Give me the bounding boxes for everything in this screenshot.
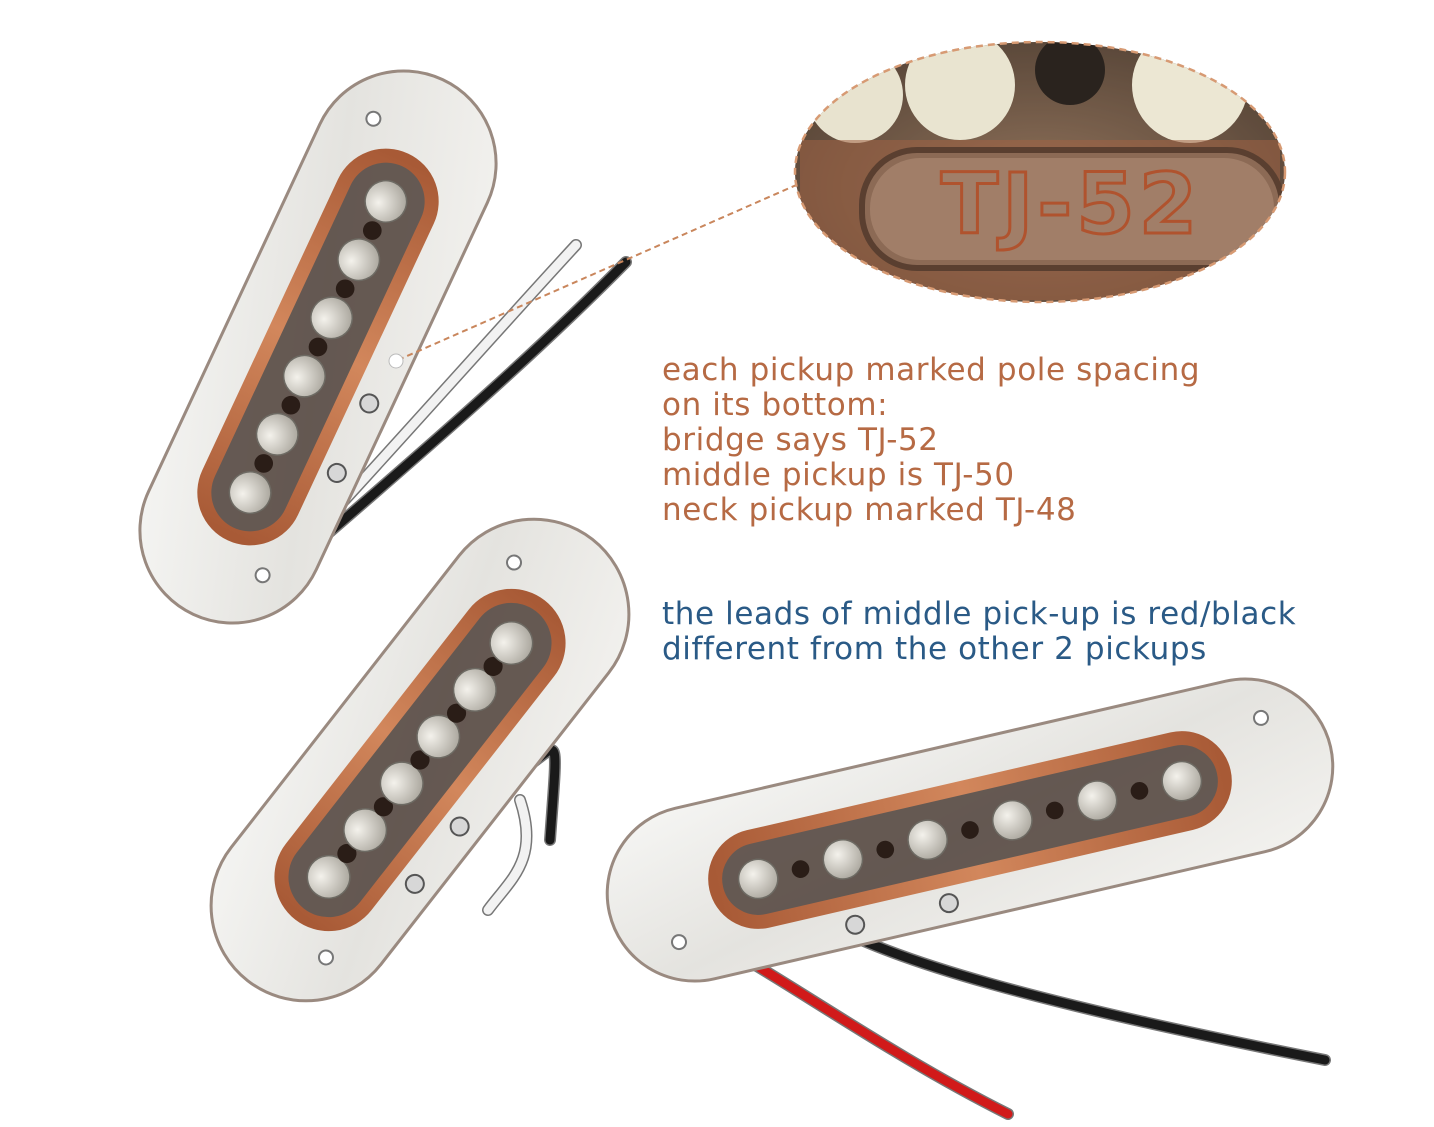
- copper-coil: [708, 731, 1232, 929]
- caption-line: each pickup marked pole spacing: [662, 352, 1201, 388]
- caption-line: on its bottom:: [662, 387, 889, 423]
- pole-hole: [876, 840, 895, 859]
- pole-hole: [961, 821, 979, 839]
- neck-pickup: [209, 517, 631, 1003]
- pole-piece: [228, 471, 272, 515]
- caption-line: different from the other 2 pickups: [662, 631, 1207, 667]
- lead-wire-outline: [834, 924, 1331, 1066]
- pole-piece: [737, 858, 779, 900]
- pole-hole: [373, 797, 394, 817]
- mounting-hole: [254, 567, 271, 584]
- solder-lug: [359, 393, 380, 414]
- pole-hole: [1130, 782, 1149, 800]
- pickup-group: [138, 69, 1335, 1003]
- pole-piece: [364, 179, 408, 223]
- pole-hole: [281, 395, 301, 415]
- pole-piece: [907, 819, 948, 861]
- pole-piece: [310, 296, 354, 340]
- mounting-hole: [365, 110, 382, 127]
- pole-piece: [489, 621, 534, 666]
- copper-coil: [274, 588, 566, 932]
- middle-pickup: [605, 677, 1335, 983]
- caption-line: neck pickup marked TJ-48: [662, 492, 1077, 528]
- pole-hole: [483, 656, 503, 677]
- pole-hole: [446, 703, 467, 723]
- callout-marker: [388, 353, 404, 369]
- mounting-hole: [671, 934, 688, 951]
- pole-hole: [337, 843, 357, 864]
- zoom-label: TJ-52: [941, 155, 1201, 253]
- caption-line: middle pickup is TJ-50: [662, 457, 1015, 493]
- caption-line: the leads of middle pick-up is red/black: [662, 596, 1297, 632]
- pole-piece: [1161, 760, 1203, 802]
- pole-hole: [308, 337, 328, 357]
- pole-piece: [992, 799, 1033, 841]
- caption-line: bridge says TJ-52: [662, 422, 939, 458]
- pole-hole: [254, 454, 274, 473]
- pole-piece: [337, 238, 381, 282]
- pole-hole: [791, 860, 810, 878]
- leads-note: the leads of middle pick-up is red/black…: [662, 597, 1296, 667]
- lead-wire-white: [483, 795, 532, 915]
- zoom-detail: TJ-52: [795, 42, 1285, 302]
- pole-hole: [410, 750, 430, 770]
- pole-piece: [822, 838, 864, 880]
- pole-piece: [1076, 780, 1118, 822]
- copper-coil: [197, 148, 439, 546]
- pole-piece: [282, 354, 326, 398]
- pole-hole: [335, 279, 355, 299]
- zoom-callout: TJ-52: [388, 40, 1287, 369]
- pole-hole: [1045, 801, 1064, 820]
- solder-lug: [845, 914, 866, 935]
- solder-lug: [326, 462, 347, 483]
- mounting-hole: [506, 554, 523, 571]
- pole-hole: [362, 221, 382, 240]
- mounting-hole: [317, 949, 334, 966]
- bridge-pickup: [138, 69, 498, 625]
- solder-lug: [449, 816, 470, 837]
- mounting-hole: [1252, 709, 1269, 726]
- solder-lug: [404, 873, 425, 894]
- solder-lug: [938, 893, 959, 914]
- pole-piece: [255, 412, 299, 456]
